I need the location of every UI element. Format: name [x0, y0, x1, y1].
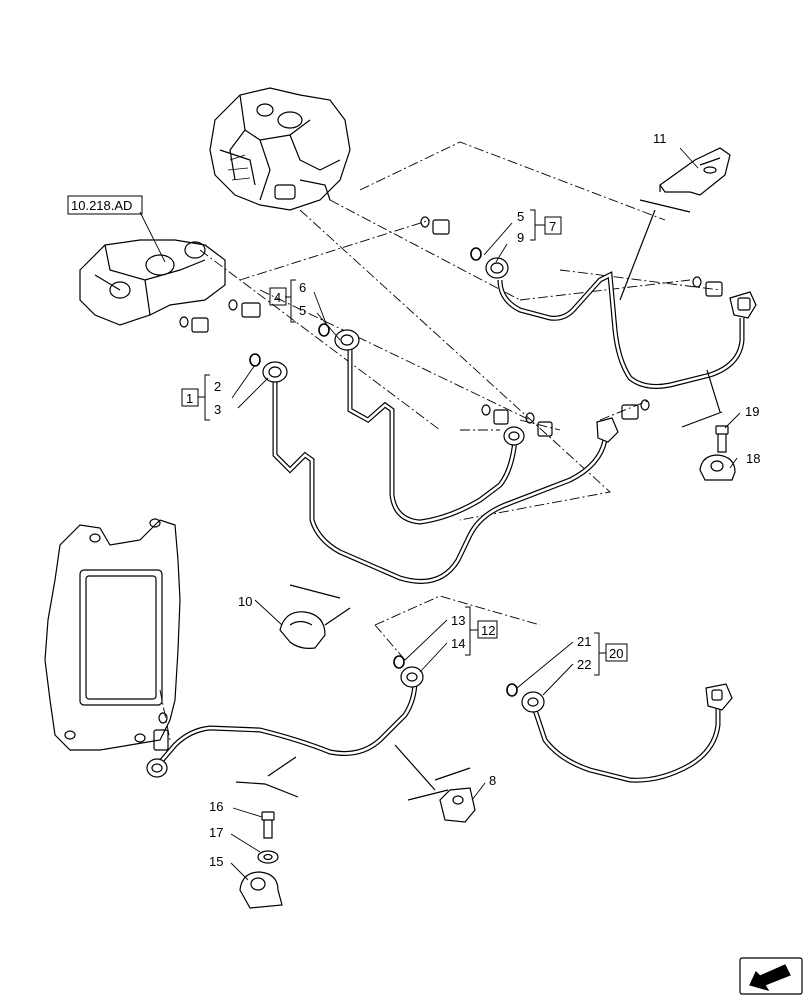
filter-fittings	[179, 216, 450, 333]
leader-lines	[139, 147, 741, 881]
fuel-pump	[209, 87, 351, 211]
number-boxes	[67, 195, 628, 662]
callout-5a: 5	[517, 209, 524, 224]
callout-11: 11	[653, 131, 667, 146]
callout-brackets	[198, 209, 606, 676]
callout-16: 16	[209, 799, 223, 814]
callout-9: 9	[517, 230, 524, 245]
callout-18: 18	[746, 451, 760, 466]
callout-10: 10	[238, 594, 252, 609]
pipe-4	[334, 329, 525, 525]
pipe-20	[521, 683, 733, 783]
pipe-1	[262, 361, 619, 584]
o-rings	[249, 247, 518, 697]
callout-19: 19	[745, 404, 759, 419]
callout-1: 1	[186, 391, 193, 406]
ref-10-218-ad: 10.218.AD	[71, 198, 132, 213]
callout-17: 17	[209, 825, 223, 840]
clamp-15	[239, 871, 283, 909]
arrow-down-left-icon[interactable]	[739, 957, 803, 995]
callout-6: 6	[299, 280, 306, 295]
callout-21: 21	[577, 634, 591, 649]
callout-2: 2	[214, 379, 221, 394]
callout-8: 8	[489, 773, 496, 788]
callout-12: 12	[481, 623, 495, 638]
pipe-7-fittings	[692, 276, 723, 297]
bolt-19	[715, 425, 729, 453]
callout-4: 4	[274, 290, 281, 305]
pipe-7	[485, 257, 757, 389]
guide-lines	[159, 141, 721, 741]
bolt-16	[261, 811, 275, 839]
clamp-18	[699, 454, 736, 481]
callout-13: 13	[451, 613, 465, 628]
callout-22: 22	[577, 657, 591, 672]
callout-14: 14	[451, 636, 465, 651]
callout-7: 7	[549, 219, 556, 234]
callout-15: 15	[209, 854, 223, 869]
clip-10	[279, 611, 326, 649]
callout-20: 20	[609, 646, 623, 661]
ecu-module	[44, 518, 181, 751]
pipe-12	[146, 666, 424, 778]
washer-17	[257, 850, 279, 864]
cut-markers	[235, 199, 723, 801]
callout-3: 3	[214, 402, 221, 417]
filter-bracket	[79, 239, 226, 326]
labels: 10.218.AD 11 5 9 7 6 5 4 1 2 3 19 18 10 …	[71, 131, 760, 869]
sensor-8	[439, 787, 476, 823]
bracket-11	[659, 147, 731, 196]
callout-5b: 5	[299, 303, 306, 318]
pipe-4-fittings	[481, 399, 650, 437]
